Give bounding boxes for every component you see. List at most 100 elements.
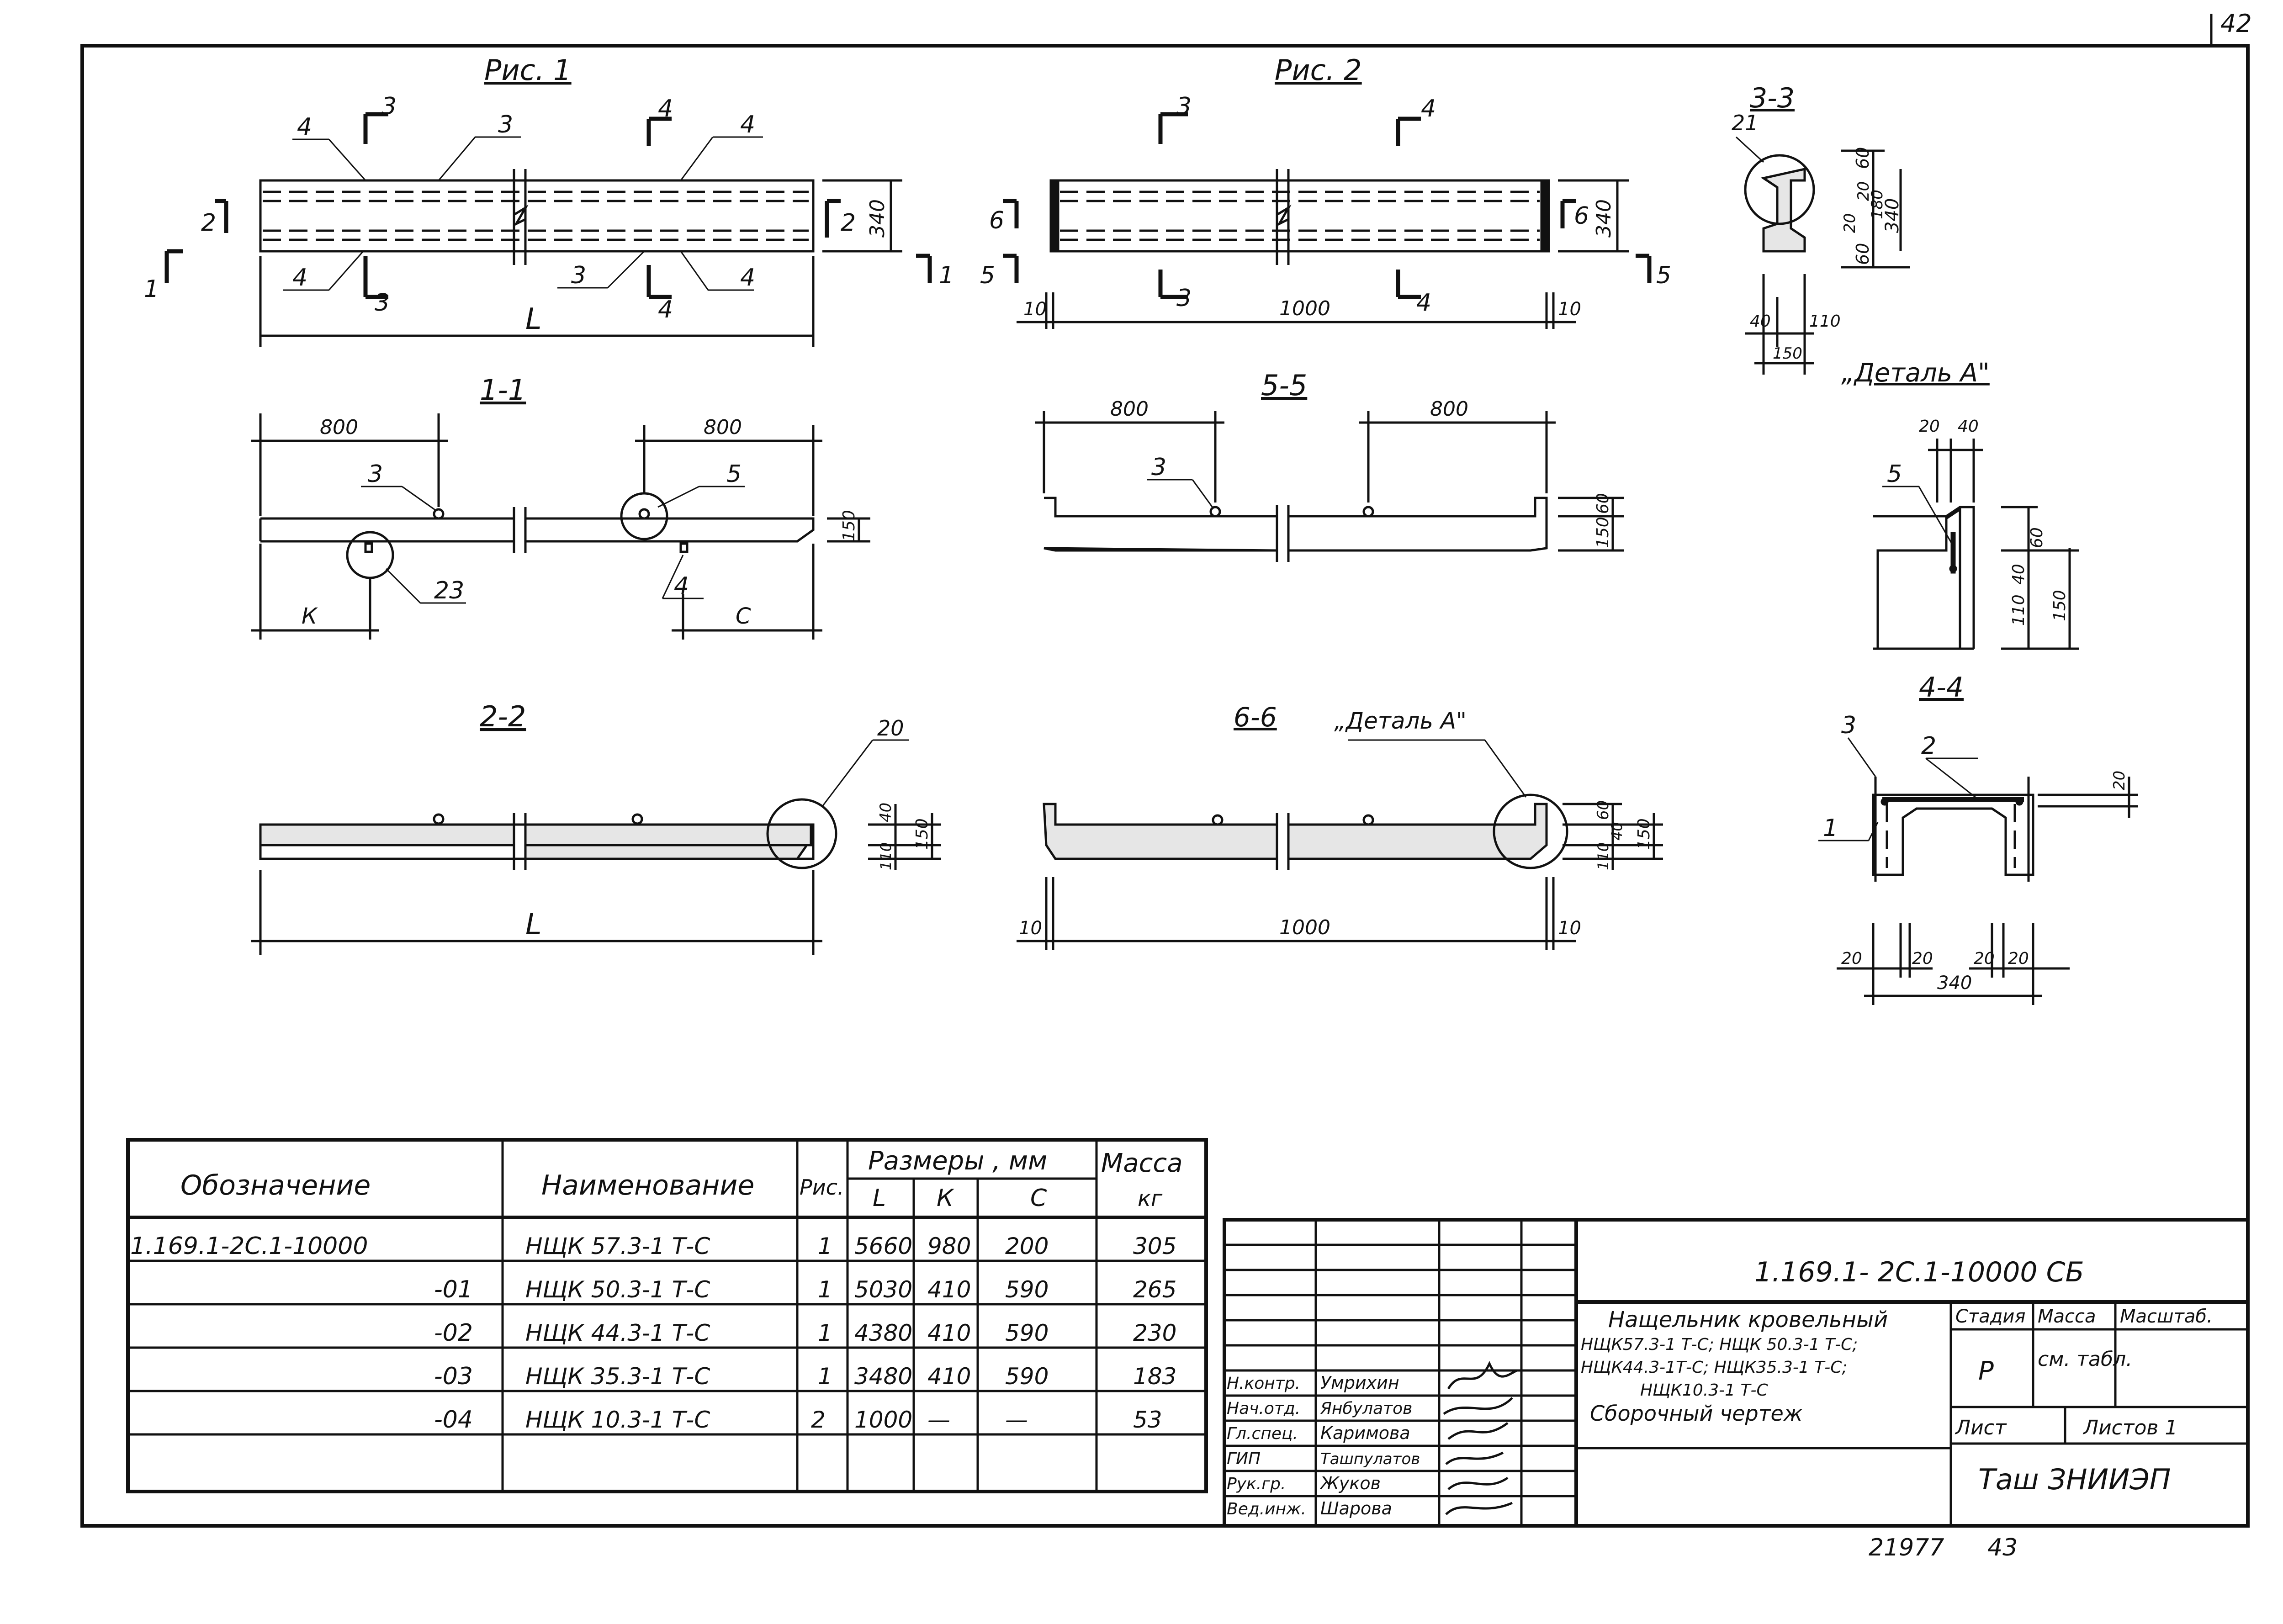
- svg-text:23: 23: [434, 577, 464, 604]
- sheet-number-top: 42: [2220, 9, 2252, 38]
- svg-text:60: 60: [2028, 527, 2046, 548]
- svg-text:150: 150: [913, 818, 932, 850]
- svg-text:5: 5: [726, 460, 742, 488]
- mass-value: см. табл.: [2038, 1348, 2132, 1371]
- spec-table: Обозначение Наименование Рис. Размеры , …: [126, 1138, 1208, 1493]
- svg-text:800: 800: [1110, 397, 1149, 421]
- svg-text:1: 1: [818, 1363, 832, 1390]
- section-3-3: 3-3 21 60 20 20 180 60 340 40 110 150: [1732, 82, 1910, 375]
- fig1-plan-view: Рис. 1 L 340 4 3 3 4 4 4 3 3: [144, 53, 954, 347]
- svg-text:2-2: 2-2: [480, 700, 526, 733]
- svg-text:40: 40: [877, 803, 895, 822]
- svg-text:1000: 1000: [1279, 297, 1330, 320]
- svg-text:4: 4: [292, 264, 307, 291]
- svg-text:1: 1: [818, 1233, 832, 1259]
- svg-text:21: 21: [1732, 111, 1759, 135]
- svg-text:20: 20: [1919, 417, 1940, 436]
- th-K: К: [937, 1185, 954, 1212]
- signature-row: Гл.спец. Каримова: [1227, 1423, 1410, 1443]
- svg-text:3: 3: [498, 111, 513, 138]
- sheet-label: Лист: [1955, 1416, 2007, 1439]
- svg-text:20: 20: [877, 716, 904, 741]
- doc-title: Нащельник кровельный: [1608, 1307, 1888, 1333]
- svg-text:60: 60: [1853, 147, 1873, 169]
- svg-text:110: 110: [1809, 312, 1841, 331]
- svg-text:-04: -04: [434, 1406, 473, 1434]
- svg-text:Шарова: Шарова: [1320, 1498, 1392, 1518]
- inventory-number: 21977: [1869, 1534, 1944, 1561]
- svg-text:800: 800: [1430, 397, 1468, 421]
- svg-text:10: 10: [1023, 299, 1047, 320]
- svg-text:3: 3: [1176, 93, 1192, 120]
- svg-text:1000: 1000: [854, 1407, 912, 1433]
- svg-text:340: 340: [1882, 198, 1903, 233]
- svg-text:-02: -02: [434, 1319, 473, 1347]
- svg-text:10: 10: [1019, 918, 1042, 939]
- handwritten-signatures: [1443, 1360, 1518, 1515]
- doc-items-3: НЩК10.3-1 Т-С: [1640, 1381, 1768, 1400]
- fig2-title: Рис. 2: [1275, 53, 1362, 87]
- svg-text:10: 10: [1558, 299, 1581, 320]
- svg-text:4: 4: [297, 113, 312, 141]
- svg-text:4: 4: [740, 111, 755, 138]
- svg-text:3: 3: [1176, 285, 1192, 312]
- doc-items-1: НЩК57.3-1 Т-С; НЩК 50.3-1 Т-С;: [1581, 1335, 1858, 1354]
- svg-text:2: 2: [841, 209, 856, 237]
- fig1-length: L: [525, 302, 542, 336]
- org-name: Таш ЗНИИЭП: [1978, 1463, 2171, 1496]
- svg-text:Рук.гр.: Рук.гр.: [1227, 1475, 1286, 1493]
- svg-text:40: 40: [2009, 564, 2028, 585]
- svg-text:5030: 5030: [854, 1276, 912, 1303]
- svg-text:—: —: [1005, 1407, 1028, 1433]
- scale-label: Масштаб.: [2120, 1306, 2213, 1327]
- svg-text:150: 150: [1594, 517, 1612, 548]
- svg-text:20: 20: [1912, 949, 1933, 968]
- svg-text:3: 3: [1841, 712, 1856, 739]
- svg-text:-01: -01: [434, 1276, 473, 1303]
- svg-text:НЩК 10.3-1 Т-С: НЩК 10.3-1 Т-С: [525, 1407, 710, 1433]
- svg-text:230: 230: [1133, 1320, 1176, 1346]
- svg-text:4: 4: [740, 264, 755, 291]
- signature-row: Рук.гр. Жуков: [1227, 1473, 1381, 1493]
- svg-text:1: 1: [939, 262, 954, 289]
- svg-text:150: 150: [1635, 818, 1653, 850]
- svg-text:5: 5: [1887, 460, 1902, 488]
- table-row: -02 НЩК 44.3-1 Т-С 1 4380 410 590 230: [434, 1319, 1176, 1347]
- svg-text:110: 110: [877, 842, 895, 870]
- section-5-5: 5-5 800 800 60 150 3: [1035, 369, 1624, 562]
- th-fig: Рис.: [800, 1175, 844, 1200]
- section-2-2: 2-2 20 L 40 110 150: [251, 700, 941, 955]
- svg-text:800: 800: [320, 416, 358, 439]
- svg-text:НЩК 44.3-1 Т-С: НЩК 44.3-1 Т-С: [525, 1320, 710, 1346]
- svg-text:-03: -03: [434, 1363, 473, 1390]
- svg-text:590: 590: [1005, 1276, 1049, 1303]
- svg-text:40: 40: [1750, 312, 1771, 331]
- svg-text:4: 4: [1416, 289, 1431, 317]
- svg-text:Жуков: Жуков: [1319, 1473, 1381, 1493]
- sheets-label: Листов 1: [2082, 1416, 2177, 1439]
- svg-text:2: 2: [1921, 732, 1936, 760]
- svg-text:Нач.отд.: Нач.отд.: [1227, 1399, 1300, 1418]
- svg-text:К: К: [302, 603, 318, 629]
- signature-row: Вед.инж. Шарова: [1227, 1498, 1392, 1518]
- section-1-1: 1-1 800 800 К С 150 3 5 23: [251, 373, 870, 640]
- svg-text:3: 3: [1151, 454, 1166, 481]
- table-row: -04 НЩК 10.3-1 Т-С 2 1000 — — 53: [434, 1406, 1162, 1434]
- svg-text:5: 5: [1656, 262, 1671, 289]
- svg-text:4: 4: [674, 572, 689, 600]
- th-mass: Масса: [1101, 1148, 1183, 1178]
- signature-row: Нач.отд. Янбулатов: [1227, 1399, 1412, 1418]
- svg-text:53: 53: [1133, 1407, 1162, 1433]
- svg-text:200: 200: [1005, 1233, 1049, 1259]
- svg-text:150: 150: [1773, 344, 1802, 363]
- svg-text:590: 590: [1005, 1363, 1049, 1390]
- mass-label: Масса: [2038, 1306, 2096, 1327]
- svg-text:5: 5: [980, 262, 995, 289]
- table-row: -01 НЩК 50.3-1 Т-С 1 5030 410 590 265: [434, 1276, 1176, 1303]
- svg-text:4: 4: [1421, 95, 1436, 122]
- svg-text:3: 3: [571, 262, 586, 289]
- svg-text:10: 10: [1558, 918, 1581, 939]
- th-sizes: Размеры , мм: [868, 1146, 1047, 1176]
- th-designation: Обозначение: [180, 1169, 371, 1201]
